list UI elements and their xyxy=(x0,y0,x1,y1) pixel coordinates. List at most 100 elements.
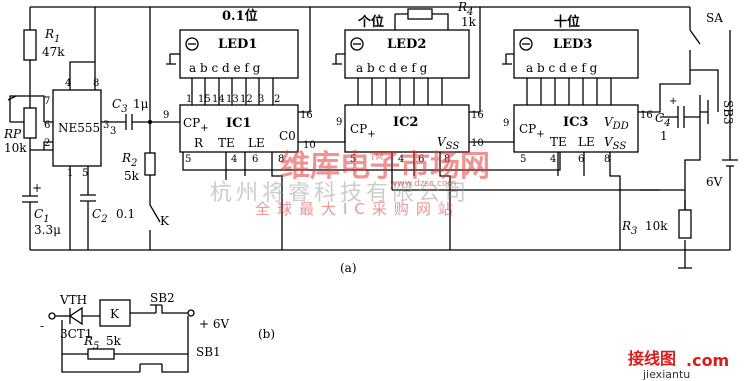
svg-text:4: 4 xyxy=(550,154,556,165)
svg-text:9: 9 xyxy=(336,117,342,128)
svg-text:14: 14 xyxy=(212,94,225,105)
svg-text:RP: RP xyxy=(3,127,22,141)
svg-text:0.1位: 0.1位 xyxy=(222,8,258,24)
svg-text:CP+: CP+ xyxy=(350,122,376,140)
svg-text:TE: TE xyxy=(218,136,235,150)
caption-b: (b) xyxy=(258,327,275,341)
svg-text:1: 1 xyxy=(186,94,192,105)
svg-text:+ 6V: + 6V xyxy=(199,317,230,331)
svg-text:K: K xyxy=(110,307,120,321)
svg-text:1: 1 xyxy=(660,129,668,143)
svg-text:C3: C3 xyxy=(112,97,128,115)
svg-text:VDD: VDD xyxy=(604,115,629,132)
svg-text:C4: C4 xyxy=(655,111,671,129)
svg-text:9: 9 xyxy=(163,110,169,121)
svg-text:10: 10 xyxy=(303,140,316,151)
svg-text:5: 5 xyxy=(520,154,526,165)
svg-text:a b c d e f g: a b c d e f g xyxy=(356,61,428,75)
circuit-a: R1 47k RP 10k + C1 3.3μ NE555 4 8 7 xyxy=(3,0,738,275)
svg-text:LE: LE xyxy=(248,136,265,150)
switch-sb2: SB2 xyxy=(150,291,188,314)
svg-text:8: 8 xyxy=(444,154,450,165)
svg-text:47k: 47k xyxy=(42,45,65,59)
svg-text:NE555: NE555 xyxy=(58,121,100,135)
svg-text:IC1: IC1 xyxy=(226,116,251,131)
svg-text:R1: R1 xyxy=(44,27,60,45)
svg-text:3CT1: 3CT1 xyxy=(60,327,92,341)
svg-text:R3: R3 xyxy=(621,219,637,237)
svg-text:R2: R2 xyxy=(121,151,137,169)
svg-text:3: 3 xyxy=(103,120,109,131)
svg-text:2: 2 xyxy=(44,138,50,149)
svg-text:16: 16 xyxy=(471,110,484,121)
display-led3: 十位 LED3 a b c d e f g xyxy=(502,14,639,79)
svg-text:SB2: SB2 xyxy=(150,291,175,305)
svg-text:6: 6 xyxy=(418,154,424,165)
svg-text:LED2: LED2 xyxy=(387,37,426,52)
svg-text:0.1: 0.1 xyxy=(116,207,135,221)
capacitor-c1: + C1 3.3μ xyxy=(22,181,61,237)
svg-text:15: 15 xyxy=(198,94,211,105)
svg-text:16: 16 xyxy=(640,110,653,121)
display-led1: 0.1位 LED1 a b c d e f g xyxy=(166,8,299,79)
ic-ic1: CP+ IC1 R TE LE C0 9 16 10 5 4 6 8 xyxy=(163,104,316,165)
svg-text:VSS: VSS xyxy=(604,135,626,152)
svg-text:R4: R4 xyxy=(457,0,473,18)
svg-text:TM: TM xyxy=(369,153,383,163)
svg-text:C2: C2 xyxy=(92,207,108,225)
svg-text:CP+: CP+ xyxy=(519,122,545,140)
svg-text:IC3: IC3 xyxy=(563,115,588,130)
svg-text:SA: SA xyxy=(706,11,723,25)
switch-sb3: SB3 xyxy=(699,95,735,140)
svg-text:LE: LE xyxy=(578,135,595,149)
relay-k: K xyxy=(99,299,131,327)
ic-ne555: NE555 4 8 7 6 2 1 5 3 xyxy=(44,78,109,179)
resistor-r1: R1 47k xyxy=(23,27,65,61)
switch-sa: SA xyxy=(689,11,723,45)
switch-sb1: SB1 xyxy=(61,345,221,373)
svg-text:10k: 10k xyxy=(645,219,668,233)
svg-text:1k: 1k xyxy=(461,15,477,29)
svg-text:C0: C0 xyxy=(279,129,296,143)
corner-logo: 接线图 .com jiexiantu xyxy=(628,349,729,381)
svg-text:8: 8 xyxy=(93,78,99,89)
svg-text:5k: 5k xyxy=(106,334,122,348)
svg-text:a b c d e f g: a b c d e f g xyxy=(526,61,598,75)
svg-text:4: 4 xyxy=(398,154,404,165)
svg-text:7: 7 xyxy=(44,96,50,107)
svg-text:jiexiantu: jiexiantu xyxy=(642,368,690,381)
svg-text:全球最大IC采购网站: 全球最大IC采购网站 xyxy=(255,200,460,218)
svg-text:a b c d e f g: a b c d e f g xyxy=(189,61,261,75)
svg-text:+: + xyxy=(32,181,42,195)
svg-text:R: R xyxy=(194,136,204,150)
svg-text:12: 12 xyxy=(240,94,253,105)
svg-text:3: 3 xyxy=(110,126,116,137)
svg-text:C1: C1 xyxy=(34,207,50,225)
svg-text:5: 5 xyxy=(82,168,88,179)
svg-text:SB3: SB3 xyxy=(721,100,735,125)
svg-text:16: 16 xyxy=(300,110,313,121)
svg-text:5k: 5k xyxy=(124,169,140,183)
svg-text:13: 13 xyxy=(226,94,239,105)
svg-text:R5: R5 xyxy=(83,334,99,352)
svg-text:LED3: LED3 xyxy=(553,37,592,52)
svg-text:8: 8 xyxy=(278,154,284,165)
watermark: 杭州将睿科技有限公司 维库电子市场网 TM www.dzsc.com 全球最大I… xyxy=(210,149,490,218)
svg-text:VTH: VTH xyxy=(59,293,87,307)
svg-text:6: 6 xyxy=(44,120,50,131)
capacitor-c3: C3 1μ 3 xyxy=(101,97,180,137)
svg-text:3: 3 xyxy=(258,94,264,105)
ic-ic3: CP+ IC3 VDD TE LE VSS 9 16 5 4 6 8 xyxy=(503,104,653,165)
svg-text:维库电子市场网: 维库电子市场网 xyxy=(280,149,490,184)
svg-text:VSS: VSS xyxy=(437,135,459,152)
svg-text:十位: 十位 xyxy=(554,14,580,30)
svg-text:10k: 10k xyxy=(4,141,27,155)
battery-6v: 6V xyxy=(685,30,738,251)
display-led2: 个位 LED2 a b c d e f g xyxy=(332,14,470,79)
svg-text:8: 8 xyxy=(604,154,610,165)
svg-text:6: 6 xyxy=(252,154,258,165)
svg-text:4: 4 xyxy=(231,154,237,165)
resistor-r5: R5 5k xyxy=(83,334,122,360)
svg-text:-: - xyxy=(40,319,44,333)
